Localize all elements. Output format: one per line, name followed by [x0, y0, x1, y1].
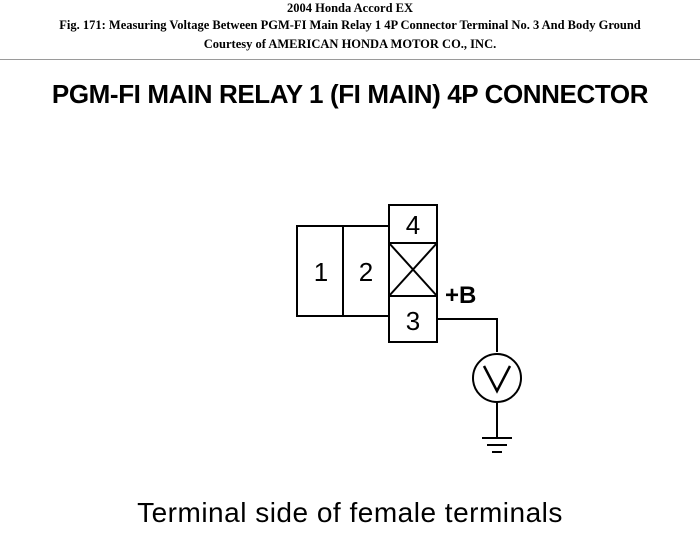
- diagram-title: PGM-FI MAIN RELAY 1 (FI MAIN) 4P CONNECT…: [51, 79, 649, 109]
- terminal-1-label: 1: [314, 257, 328, 287]
- header-divider: [0, 59, 700, 60]
- probe-wire: [437, 318, 498, 352]
- courtesy-line: Courtesy of AMERICAN HONDA MOTOR CO., IN…: [203, 37, 497, 51]
- terminal-3-label: 3: [406, 306, 420, 336]
- figure-caption: Fig. 171: Measuring Voltage Between PGM-…: [59, 18, 641, 32]
- positive-battery-label: +B: [445, 282, 476, 309]
- voltmeter-icon: [472, 353, 522, 403]
- blank-cavity-cross-b: [388, 242, 438, 297]
- vehicle-title: 2004 Honda Accord EX: [286, 1, 414, 15]
- terminal-side-caption: Terminal side of female terminals: [137, 497, 563, 528]
- terminal-4-label: 4: [406, 210, 420, 240]
- ground-icon: [482, 437, 512, 453]
- terminal-2-label: 2: [359, 257, 373, 287]
